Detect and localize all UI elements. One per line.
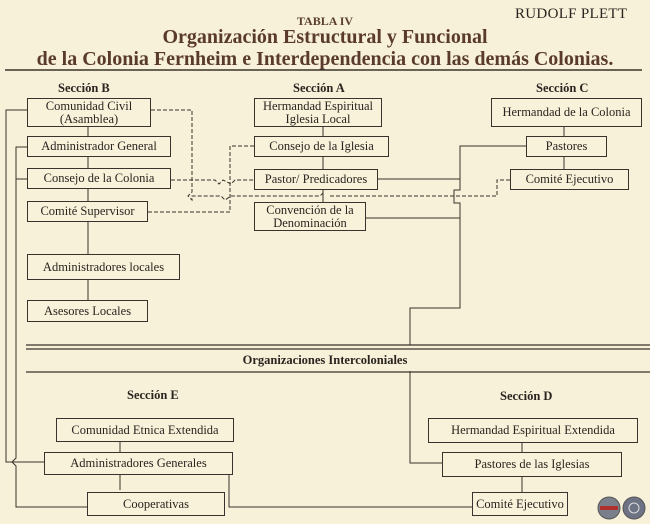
box-pastores-iglesias: Pastores de las Iglesias: [442, 452, 622, 477]
box-asesores-locales: Asesores Locales: [27, 300, 148, 322]
section-c-label: Sección C: [536, 81, 589, 95]
table-label: TABLA IV: [296, 14, 354, 28]
box-consejo-iglesia: Consejo de la Iglesia: [254, 136, 389, 157]
box-comite-ejecutivo-d: Comité Ejecutivo: [472, 492, 568, 516]
section-b-label: Sección B: [58, 81, 110, 95]
emblem-icons: [597, 496, 646, 520]
box-text: Comunidad Civil: [45, 98, 133, 113]
box-text: (Asamblea): [59, 111, 119, 126]
title-line-2: de la Colonia Fernheim e Interdependenci…: [36, 48, 614, 70]
box-comite-supervisor: Comité Supervisor: [27, 201, 148, 222]
box-text: Denominación: [273, 215, 347, 230]
section-d-label: Sección D: [500, 389, 553, 403]
box-administradores-generales: Administradores Generales: [44, 452, 233, 475]
box-comunidad-civil: Comunidad Civil (Asamblea): [27, 98, 151, 127]
box-hermandad-espiritual: Hermandad Espiritual Iglesia Local: [254, 98, 382, 127]
section-a-label: Sección A: [293, 81, 345, 95]
box-hermandad-colonia: Hermandad de la Colonia: [491, 98, 642, 127]
box-text: Iglesia Local: [285, 111, 351, 126]
box-comunidad-etnica: Comunidad Etnica Extendida: [56, 418, 234, 442]
box-cooperativas: Cooperativas: [87, 492, 225, 516]
author-name: RUDOLF PLETT: [515, 6, 628, 22]
divider-label: Organizaciones Intercoloniales: [242, 353, 408, 367]
box-administradores-locales: Administradores locales: [27, 254, 180, 280]
box-pastores: Pastores: [526, 136, 607, 157]
box-consejo-colonia: Consejo de la Colonia: [27, 168, 171, 189]
box-convencion: Convención de la Denominación: [254, 202, 366, 231]
emblem-icon-2: [622, 496, 646, 520]
box-comite-ejecutivo-c: Comité Ejecutivo: [510, 169, 629, 190]
box-text: Hermandad Espiritual: [262, 98, 374, 113]
section-e-label: Sección E: [127, 388, 179, 402]
box-hermandad-extendida: Hermandad Espiritual Extendida: [428, 418, 638, 443]
box-pastor-predicadores: Pastor/ Predicadores: [254, 169, 378, 190]
box-text: Convención de la: [266, 202, 354, 217]
title-line-1: Organización Estructural y Funcional: [162, 26, 488, 48]
box-administrador-general: Administrador General: [27, 136, 171, 157]
